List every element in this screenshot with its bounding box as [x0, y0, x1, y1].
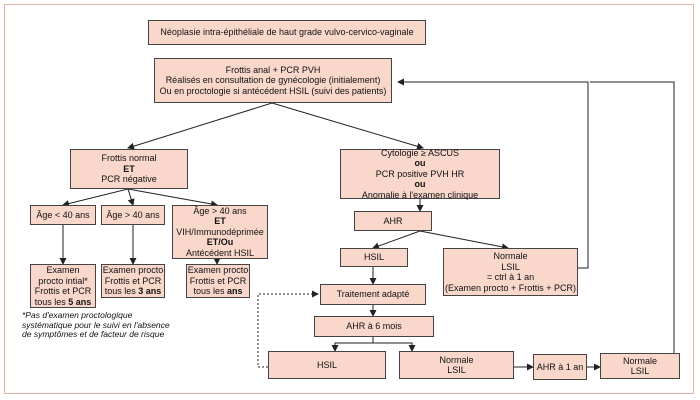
normal-followup-box: Normale LSIL	[399, 351, 514, 379]
abnormal-line-3: Anomalie à l'examen clinique	[361, 189, 479, 200]
normal-lsil-box: Normale LSIL = ctrl à 1 an (Examen proct…	[443, 248, 578, 296]
normal-lsil-line-4: (Examen procto + Frottis + PCR)	[444, 282, 577, 293]
exam-yearly-line-2: Frottis et PCR	[189, 275, 247, 286]
normal-result-line-1: Frottis normal	[101, 153, 157, 164]
ahr-6-months-box: AHR à 6 mois	[314, 316, 434, 337]
normal-final-line-2: LSIL	[630, 366, 650, 376]
exam-5-line-2: procto intial*	[38, 275, 88, 286]
title-text: Néoplasie intra-épithéliale de haut grad…	[160, 27, 414, 38]
abnormal-line-2: PCR positive PVH HR	[375, 168, 465, 179]
normal-lsil-line-2: LSIL	[501, 261, 520, 272]
treatment-box: Traitement adapté	[320, 284, 426, 305]
hsil-followup-box: HSIL	[268, 351, 386, 379]
screening-line-3: Ou en proctologie si antécédent HSIL (su…	[159, 85, 387, 96]
ahr-box: AHR	[354, 211, 432, 231]
exam-3-years-box: Examen procto Frottis et PCR tous les 3 …	[101, 264, 165, 298]
normal-result-box: Frottis normal ET PCR négative	[70, 149, 188, 189]
normal-result-and: ET	[123, 163, 135, 174]
age-under-40-box: Âge < 40 ans	[30, 205, 96, 225]
ahr-text: AHR	[383, 215, 403, 226]
exam-5-line-1: Examen	[46, 265, 80, 275]
exam-5-line-3: Frottis et PCR	[34, 286, 92, 296]
age-under-40-text: Âge < 40 ans	[36, 209, 90, 220]
normal-final-box: Normale LSIL	[600, 353, 680, 379]
ahr-6-months-text: AHR à 6 mois	[346, 321, 402, 332]
age-over-40-text: Âge > 40 ans	[106, 209, 160, 220]
risk-line-2: VIH/Immunodéprimée	[176, 226, 264, 237]
abnormal-result-box: Cytologie ≥ ASCUS ou PCR positive PVH HR…	[340, 147, 500, 200]
age-over-40-risk-box: Âge > 40 ans ET VIH/Immunodéprimée ET/Ou…	[172, 205, 268, 259]
abnormal-or-2: ou	[414, 179, 426, 190]
risk-line-1: Âge > 40 ans	[193, 205, 247, 216]
exam-3-line-1: Examen procto	[102, 265, 164, 276]
exam-3-line-3: tous les 3 ans	[104, 286, 162, 297]
normal-final-line-1: Normale	[622, 355, 657, 366]
normal-lsil-line-1: Normale	[493, 251, 528, 261]
age-over-40-box: Âge > 40 ans	[101, 205, 165, 225]
exam-5-years-box: Examen procto intial* Frottis et PCR tou…	[30, 264, 96, 308]
risk-line-3: Antécédent HSIL	[185, 247, 255, 258]
abnormal-or-1: ou	[414, 158, 426, 169]
normal-result-line-2: PCR négative	[101, 174, 157, 185]
figure-frame	[4, 4, 694, 394]
screening-line-2: Réalisés en consultation de gynécologie …	[165, 75, 381, 86]
hsil-followup-text: HSIL	[316, 359, 337, 370]
screening-line-1: Frottis anal + PCR PVH	[225, 64, 321, 75]
hsil-box: HSIL	[340, 248, 408, 267]
exam-yearly-line-3: tous les ans	[193, 286, 243, 297]
normal-lsil-line-3: = ctrl à 1 an	[486, 272, 535, 282]
abnormal-line-1: Cytologie ≥ ASCUS	[381, 147, 459, 158]
normal-followup-line-2: LSIL	[447, 365, 466, 375]
risk-andor: ET/Ou	[206, 237, 234, 248]
risk-and: ET	[214, 216, 226, 227]
title-box: Néoplasie intra-épithéliale de haut grad…	[148, 20, 426, 45]
exam-5-line-4: tous les 5 ans	[34, 296, 92, 307]
exam-3-line-2: Frottis et PCR	[104, 275, 162, 286]
ahr-1-year-box: AHR à 1 an	[533, 354, 587, 380]
footnote: *Pas d'examen proctologique systématique…	[22, 310, 170, 339]
exam-yearly-line-1: Examen procto	[187, 265, 249, 276]
screening-box: Frottis anal + PCR PVH Réalisés en consu…	[154, 58, 392, 103]
ahr-1-year-text: AHR à 1 an	[536, 361, 584, 372]
exam-yearly-box: Examen procto Frottis et PCR tous les an…	[186, 264, 250, 298]
hsil-text: HSIL	[363, 252, 384, 263]
normal-followup-line-1: Normale	[439, 354, 474, 365]
treatment-text: Traitement adapté	[336, 289, 410, 300]
